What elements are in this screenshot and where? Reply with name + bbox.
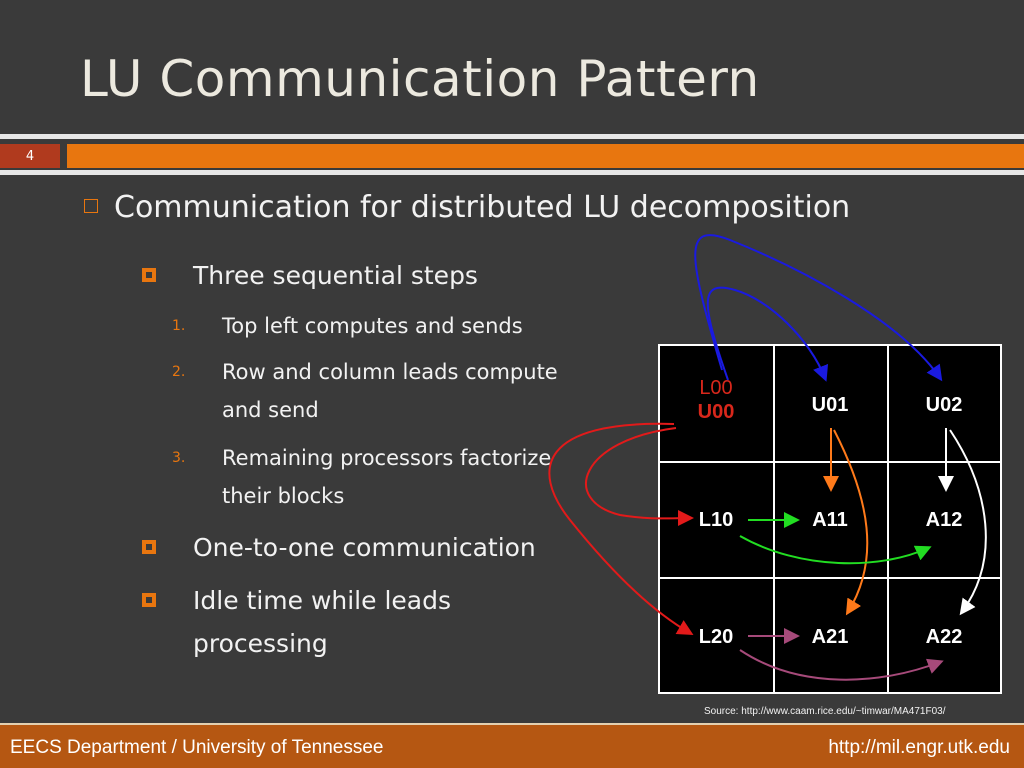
footer-bar: EECS Department / University of Tennesse… — [0, 723, 1024, 768]
arrow-l20-to-a22 — [739, 649, 944, 681]
arrow-l00-to-l20 — [548, 422, 694, 635]
source-citation: Source: http://www.caam.rice.edu/~timwar… — [704, 706, 946, 717]
sub-bullet-text: Idle time while leads — [193, 586, 451, 615]
step-text: Remaining processors factorize — [222, 446, 552, 470]
matrix-cell-u01: U01 — [811, 394, 849, 416]
matrix-cell-u02: U02 — [925, 394, 963, 416]
footer-department: EECS Department / University of Tennesse… — [10, 737, 384, 758]
square-bullet-icon — [142, 268, 156, 282]
arrow-u01-to-a21 — [833, 429, 869, 616]
main-bullet: Communication for distributed LU decompo… — [84, 190, 850, 225]
step-text: Row and column leads compute — [222, 360, 558, 384]
header-divider-top — [0, 134, 1024, 139]
arrow-u02-to-a22 — [949, 429, 987, 616]
slide-number-badge: 4 — [0, 144, 60, 168]
main-bullet-text: Communication for distributed LU decompo… — [114, 190, 851, 225]
header-divider-bottom — [0, 170, 1024, 175]
step-number: 2. — [172, 364, 186, 380]
arrow-u00-to-u02 — [694, 234, 943, 382]
matrix-cell-l10: L10 — [698, 509, 734, 531]
matrix-cell-a11: A11 — [812, 509, 848, 531]
step-number: 3. — [172, 450, 186, 466]
matrix-cell-l20: L20 — [698, 626, 734, 648]
matrix-cell-a22: A22 — [925, 626, 963, 648]
grid-divider — [887, 346, 889, 692]
sub-bullet-text: processing — [193, 629, 328, 658]
step-number: 1. — [172, 318, 186, 334]
matrix-cell-l00-u00: L00 U00 — [660, 376, 772, 424]
slide-title: LU Communication Pattern — [80, 50, 760, 108]
step-text: Top left computes and sends — [222, 314, 523, 338]
sub-bullet-text: One-to-one communication — [193, 533, 536, 562]
arrow-l10-to-a12 — [739, 535, 932, 565]
footer-url: http://mil.engr.utk.edu — [828, 737, 1010, 758]
sub-bullet-text: Three sequential steps — [193, 261, 478, 290]
matrix-cell-a21: A21 — [811, 626, 849, 648]
square-bullet-icon — [142, 593, 156, 607]
step-text: and send — [222, 398, 319, 422]
lu-block-matrix: L00 U00 U01 U02 L10 A11 A12 L20 A21 A22 — [658, 344, 1002, 694]
hollow-square-bullet-icon — [84, 199, 98, 213]
grid-divider — [660, 577, 1000, 579]
square-bullet-icon — [142, 540, 156, 554]
header-accent-bar — [67, 144, 1024, 168]
cell-label-l00: L00 — [699, 377, 733, 399]
step-text: their blocks — [222, 484, 345, 508]
cell-label-u00: U00 — [697, 401, 735, 423]
arrow-l00-to-l10 — [585, 427, 694, 527]
matrix-cell-a12: A12 — [925, 509, 963, 531]
arrow-u00-to-u01 — [706, 286, 829, 382]
